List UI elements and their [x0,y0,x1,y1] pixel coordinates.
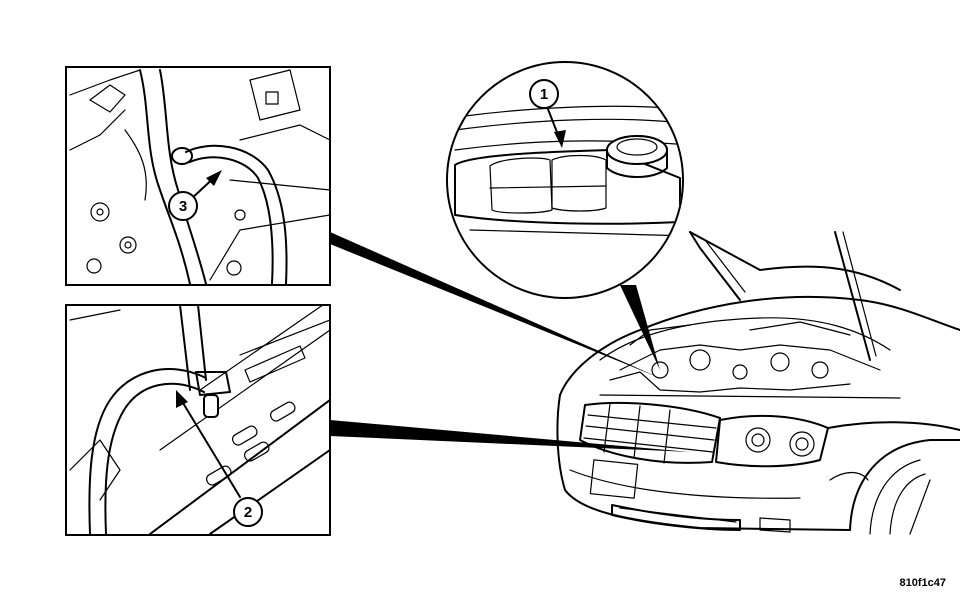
callout-3: 3 [168,191,198,221]
detail-panel-bottom [65,304,331,536]
vehicle-illustration [556,231,960,535]
leader-to-detail-bottom [330,420,690,452]
figure-id-label: 810f1c47 [899,577,947,589]
callout-1: 1 [529,79,559,109]
reservoir-inset [446,61,684,299]
callout-3-label: 3 [179,198,187,215]
callout-2: 2 [233,497,263,527]
leader-to-detail-top [330,232,660,378]
leader-to-reservoir-inset [620,285,660,370]
callout-1-label: 1 [540,86,548,103]
detail-panel-top [65,66,331,286]
callout-2-label: 2 [244,504,252,521]
